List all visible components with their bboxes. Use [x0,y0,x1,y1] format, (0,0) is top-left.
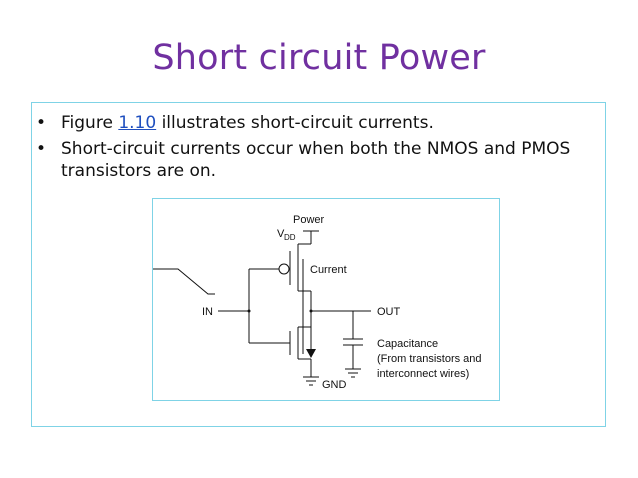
bullet-text: Figure 1.10 illustrates short-circuit cu… [61,112,596,134]
vdd-label: V [277,228,285,240]
bullet-text: Short-circuit currents occur when both t… [61,139,571,181]
out-label: OUT [377,306,401,318]
bullet-marker: • [36,113,47,133]
bullet-prefix: Figure [61,113,119,133]
bullet-item: • Figure 1.10 illustrates short-circuit … [36,112,596,134]
bullet-item: • Short-circuit currents occur when both… [36,138,596,182]
circuit-figure: Power V DD Current IN OUT GND Capacitanc… [152,198,500,401]
out-node [309,309,313,313]
capacitance-note-1: (From transistors and [377,353,482,365]
in-label: IN [202,306,213,318]
current-label: Current [310,264,347,276]
gnd-label: GND [322,379,347,391]
circuit-diagram: Power V DD Current IN OUT GND Capacitanc… [153,214,482,391]
bullet-list: • Figure 1.10 illustrates short-circuit … [36,112,596,186]
pmos-bubble [278,263,290,275]
current-arrow [306,349,316,358]
in-node [247,309,251,313]
content-box [31,102,606,427]
capacitance-label: Capacitance [377,338,438,350]
input-waveform [153,268,215,295]
capacitance-note-2: interconnect wires) [377,368,469,380]
power-label: Power [293,214,325,226]
vdd-subscript: DD [284,233,296,242]
bullet-suffix: illustrates short-circuit currents. [156,113,434,133]
figure-link[interactable]: 1.10 [118,113,157,133]
bullet-marker: • [36,139,47,159]
slide-title: Short circuit Power [152,38,486,78]
